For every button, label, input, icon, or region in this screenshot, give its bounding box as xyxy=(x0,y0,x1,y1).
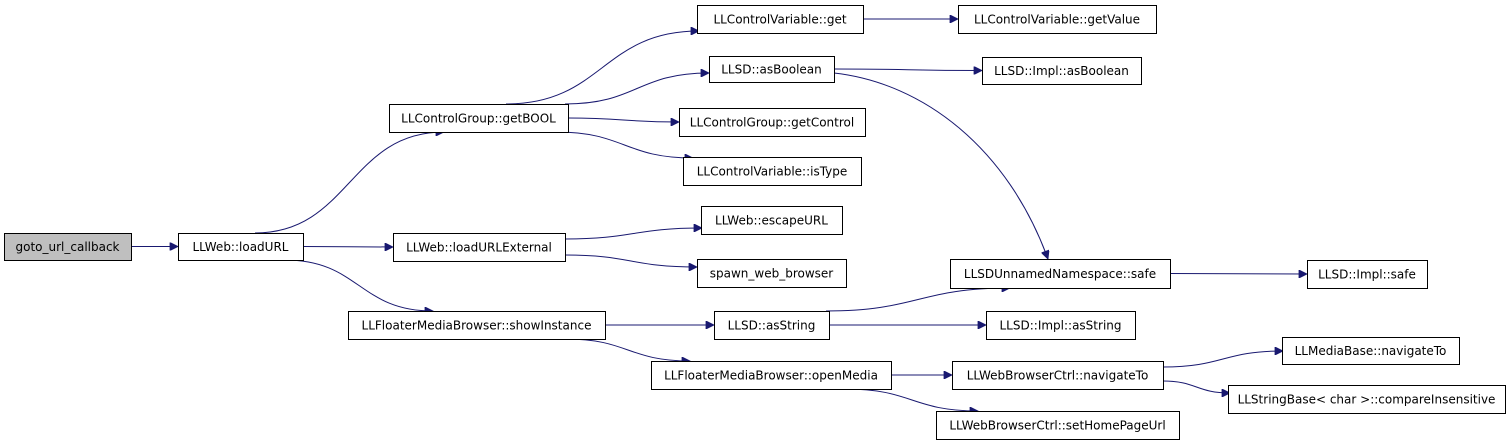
node-openMedia[interactable]: LLFloaterMediaBrowser::openMedia xyxy=(651,361,892,390)
edge-wbNavigateTo-to-compareInsensitive xyxy=(1162,380,1230,393)
node-label-cvGet: LLControlVariable::get xyxy=(713,13,846,27)
node-escapeURL[interactable]: LLWeb::escapeURL xyxy=(701,206,843,235)
edge-showInstance-to-openMedia xyxy=(565,338,690,361)
node-label-compareInsensitive: LLStringBase< char >::compareInsensitive xyxy=(1238,393,1496,407)
edge-openMedia-to-setHomePageUrl xyxy=(845,388,978,411)
node-spawn[interactable]: spawn_web_browser xyxy=(697,259,847,288)
node-box-wbNavigateTo[interactable] xyxy=(952,361,1164,390)
node-loadURLExternal[interactable]: LLWeb::loadURLExternal xyxy=(393,233,566,262)
node-box-cvGetValue[interactable] xyxy=(958,5,1157,34)
node-asString[interactable]: LLSD::asString xyxy=(714,311,830,340)
node-box-compareInsensitive[interactable] xyxy=(1228,385,1506,414)
node-loadURL[interactable]: LLWeb::loadURL xyxy=(178,233,304,261)
node-box-loadURLExternal[interactable] xyxy=(393,233,566,262)
edge-loadURLExternal-to-escapeURL xyxy=(564,228,702,240)
node-box-implAsString[interactable] xyxy=(986,311,1136,340)
node-box-safe[interactable] xyxy=(950,259,1171,289)
edge-loadURL-to-showInstance xyxy=(284,259,433,311)
nodes: goto_url_callback LLWeb::loadURL LLControl… xyxy=(4,5,1506,440)
node-label-safe: LLSDUnnamedNamespace::safe xyxy=(964,267,1156,281)
edge-safe-to-implSafe xyxy=(1169,274,1307,275)
node-label-spawn: spawn_web_browser xyxy=(710,267,834,281)
node-goto[interactable]: goto_url_callback xyxy=(4,233,132,261)
node-box-navigateTo[interactable] xyxy=(1282,337,1460,365)
node-box-setHomePageUrl[interactable] xyxy=(936,411,1180,440)
edge-getBOOL-to-asBoolean xyxy=(564,73,709,105)
node-label-showInstance: LLFloaterMediaBrowser::showInstance xyxy=(362,319,592,333)
node-box-escapeURL[interactable] xyxy=(701,206,843,235)
edge-loadURLExternal-to-spawn xyxy=(564,254,697,267)
node-label-setHomePageUrl: LLWebBrowserCtrl::setHomePageUrl xyxy=(949,419,1165,433)
node-getControl[interactable]: LLControlGroup::getControl xyxy=(679,108,866,137)
node-box-loadURL[interactable] xyxy=(178,233,304,261)
edge-getBOOL-to-getControl xyxy=(567,117,679,122)
node-label-loadURL: LLWeb::loadURL xyxy=(193,240,289,254)
node-setHomePageUrl[interactable]: LLWebBrowserCtrl::setHomePageUrl xyxy=(936,411,1180,440)
node-box-spawn[interactable] xyxy=(697,259,847,288)
edge-wbNavigateTo-to-navigateTo xyxy=(1162,351,1283,368)
node-box-asBoolean[interactable] xyxy=(709,56,835,83)
node-cvGetValue[interactable]: LLControlVariable::getValue xyxy=(958,5,1157,34)
edges xyxy=(130,19,1307,411)
node-box-isType[interactable] xyxy=(683,157,862,186)
node-label-asBoolean: LLSD::asBoolean xyxy=(721,63,822,77)
node-implAsString[interactable]: LLSD::Impl::asString xyxy=(986,311,1136,340)
node-box-openMedia[interactable] xyxy=(651,361,892,390)
edge-getBOOL-to-cvGet xyxy=(505,31,699,105)
node-box-asString[interactable] xyxy=(714,311,830,340)
node-label-openMedia: LLFloaterMediaBrowser::openMedia xyxy=(664,369,878,383)
node-wbNavigateTo[interactable]: LLWebBrowserCtrl::navigateTo xyxy=(952,361,1164,390)
node-label-goto: goto_url_callback xyxy=(15,240,119,254)
node-label-wbNavigateTo: LLWebBrowserCtrl::navigateTo xyxy=(967,369,1149,383)
node-label-escapeURL: LLWeb::escapeURL xyxy=(715,214,828,228)
node-box-getControl[interactable] xyxy=(679,108,866,137)
node-box-cvGet[interactable] xyxy=(697,5,864,34)
node-isType[interactable]: LLControlVariable::isType xyxy=(683,157,862,186)
node-label-navigateTo: LLMediaBase::navigateTo xyxy=(1295,344,1447,358)
node-implAsBoolean[interactable]: LLSD::Impl::asBoolean xyxy=(982,57,1142,85)
node-navigateTo[interactable]: LLMediaBase::navigateTo xyxy=(1282,337,1460,365)
node-box-implAsBoolean[interactable] xyxy=(982,57,1142,85)
node-asBoolean[interactable]: LLSD::asBoolean xyxy=(709,56,835,83)
node-label-implAsBoolean: LLSD::Impl::asBoolean xyxy=(994,64,1129,78)
node-safe[interactable]: LLSDUnnamedNamespace::safe xyxy=(950,259,1171,289)
node-label-getBOOL: LLControlGroup::getBOOL xyxy=(401,112,556,126)
edge-getBOOL-to-isType xyxy=(555,131,693,158)
edge-loadURL-to-getBOOL xyxy=(254,132,444,234)
node-getBOOL[interactable]: LLControlGroup::getBOOL xyxy=(389,104,569,133)
node-label-cvGetValue: LLControlVariable::getValue xyxy=(974,13,1140,27)
node-box-goto[interactable] xyxy=(4,233,132,261)
node-box-implSafe[interactable] xyxy=(1307,260,1428,289)
edge-loadURL-to-loadURLExternal xyxy=(302,247,393,248)
node-box-showInstance[interactable] xyxy=(348,311,606,340)
edge-asBoolean-to-safe xyxy=(833,72,1048,259)
node-label-implSafe: LLSD::Impl::safe xyxy=(1318,268,1416,282)
node-cvGet[interactable]: LLControlVariable::get xyxy=(697,5,864,34)
edge-asBoolean-to-implAsBoolean xyxy=(833,69,982,71)
node-implSafe[interactable]: LLSD::Impl::safe xyxy=(1307,260,1428,289)
node-label-implAsString: LLSD::Impl::asString xyxy=(1000,319,1122,333)
node-label-loadURLExternal: LLWeb::loadURLExternal xyxy=(406,241,552,255)
node-compareInsensitive[interactable]: LLStringBase< char >::compareInsensitive xyxy=(1228,385,1506,414)
node-label-isType: LLControlVariable::isType xyxy=(697,165,848,179)
node-box-getBOOL[interactable] xyxy=(389,104,569,133)
node-label-getControl: LLControlGroup::getControl xyxy=(690,116,854,130)
edge-asString-to-safe xyxy=(825,288,1010,312)
node-label-asString: LLSD::asString xyxy=(728,319,816,333)
node-showInstance[interactable]: LLFloaterMediaBrowser::showInstance xyxy=(348,311,606,340)
